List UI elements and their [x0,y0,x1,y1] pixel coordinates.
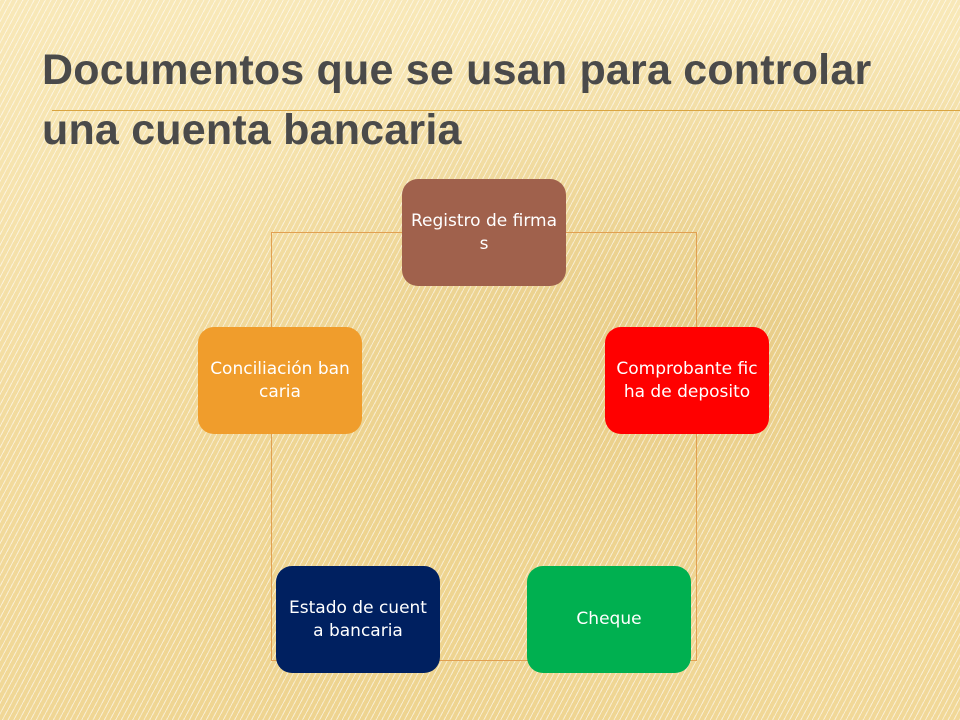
title-underline [52,110,960,111]
slide-title: Documentos que se usan para controlar un… [42,46,872,154]
node-cheque: Cheque [527,566,691,673]
node-registro-de-firmas: Registro de firmas [402,179,566,286]
node-label: Registro de firmas [411,210,557,254]
node-label: Cheque [576,609,642,629]
node-label: Comprobante ficha de deposito [616,358,758,402]
node-label: Conciliación bancaria [210,358,350,402]
node-comprobante-ficha-de-deposito: Comprobante ficha de deposito [605,327,769,434]
node-label: Estado de cuenta bancaria [289,597,427,641]
node-estado-de-cuenta-bancaria: Estado de cuenta bancaria [276,566,440,673]
node-conciliacion-bancaria: Conciliación bancaria [198,327,362,434]
